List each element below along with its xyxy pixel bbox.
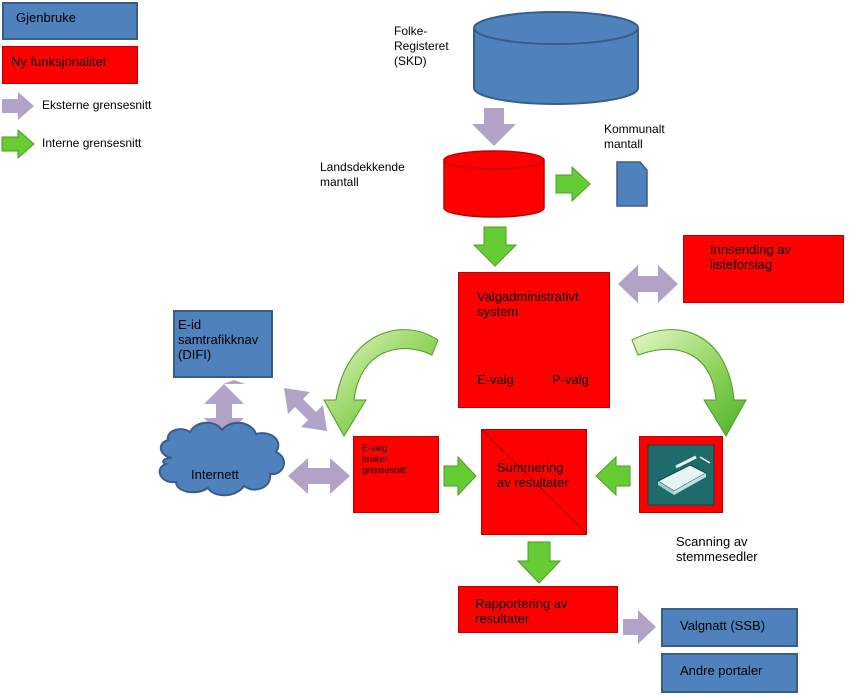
pvalg-label: P-valg xyxy=(552,372,589,387)
valgadmin-box: Valgadministrativt system E-valg P-valg xyxy=(458,272,610,408)
landsdekkende-label: Landsdekkende mantall xyxy=(320,160,405,189)
folkeregisteret-label: Folke- Registeret (SKD) xyxy=(394,24,449,68)
kommunalt-label: Kommunalt mantall xyxy=(604,122,665,151)
folkeregisteret-database xyxy=(473,11,639,105)
arrow-rapportering-to-valgnatt xyxy=(623,610,656,644)
evalg-bruker-box: E-valg bruker- grensesnitt xyxy=(353,436,439,513)
arrow-summering-to-rapportering xyxy=(516,541,562,584)
legend-external-label: Eksterne grensesnitt xyxy=(42,98,152,112)
legend-internal-arrow xyxy=(1,128,35,160)
andre-portaler-label: Andre portaler xyxy=(680,663,763,678)
evalg-label: E-valg xyxy=(477,372,514,387)
arrow-landsdekkende-to-valgadmin xyxy=(472,226,518,267)
arrow-scanning-to-summering xyxy=(595,455,631,497)
legend-reuse-box: Gjenbruke xyxy=(2,2,138,40)
arrow-diagonal-eid-evalg xyxy=(284,388,327,431)
internett-label: Internett xyxy=(191,467,239,482)
valgadmin-label: Valgadministrativt system xyxy=(477,289,579,319)
arrow-valgadmin-innsending xyxy=(618,265,678,303)
arrow-internett-evalg-bruker xyxy=(288,458,350,494)
scanning-label: Scanning av stemmesedler xyxy=(676,534,758,564)
evalg-bruker-label: E-valg bruker- grensesnitt xyxy=(362,443,407,475)
summering-diagonal xyxy=(481,429,587,534)
andre-portaler-box: Andre portaler xyxy=(661,653,798,693)
rapportering-box: Rapportering av resultater xyxy=(458,586,618,633)
arrow-eid-internett xyxy=(223,380,245,384)
curved-arrow-to-evalg-bruker xyxy=(323,329,439,437)
innsending-box: Innsending av listeforslag xyxy=(683,235,844,303)
landsdekkende-database xyxy=(443,150,545,218)
arrow-evalg-bruker-to-summering xyxy=(443,455,477,497)
innsending-label: Innsending av listeforslag xyxy=(710,242,791,272)
summering-label: Summering av resultater xyxy=(497,460,569,490)
legend-new-box: Ny funksjonalitet xyxy=(2,46,138,84)
legend-new-label: Ny funksjonalitet xyxy=(11,54,107,69)
curved-arrow-to-scanning xyxy=(631,329,747,437)
scanner-icon xyxy=(647,444,715,506)
eid-label: E-id samtrafikknav (DIFI) xyxy=(178,317,259,362)
legend-internal-label: Interne grensesnitt xyxy=(42,136,142,150)
arrow-skd-to-landsdekkende xyxy=(472,108,516,146)
legend-external-arrow xyxy=(2,92,34,120)
kommunalt-document-icon xyxy=(616,161,648,207)
valgnatt-label: Valgnatt (SSB) xyxy=(680,618,766,633)
scanner-box xyxy=(639,436,723,513)
summering-box xyxy=(481,429,587,535)
arrow-landsdekkende-to-kommunalt xyxy=(555,165,591,203)
valgnatt-box: Valgnatt (SSB) xyxy=(661,608,798,647)
internett-cloud xyxy=(158,421,285,497)
legend-reuse-label: Gjenbruke xyxy=(16,10,76,25)
rapportering-label: Rapportering av resultater xyxy=(475,596,568,626)
eid-box: E-id samtrafikknav (DIFI) xyxy=(173,310,273,378)
